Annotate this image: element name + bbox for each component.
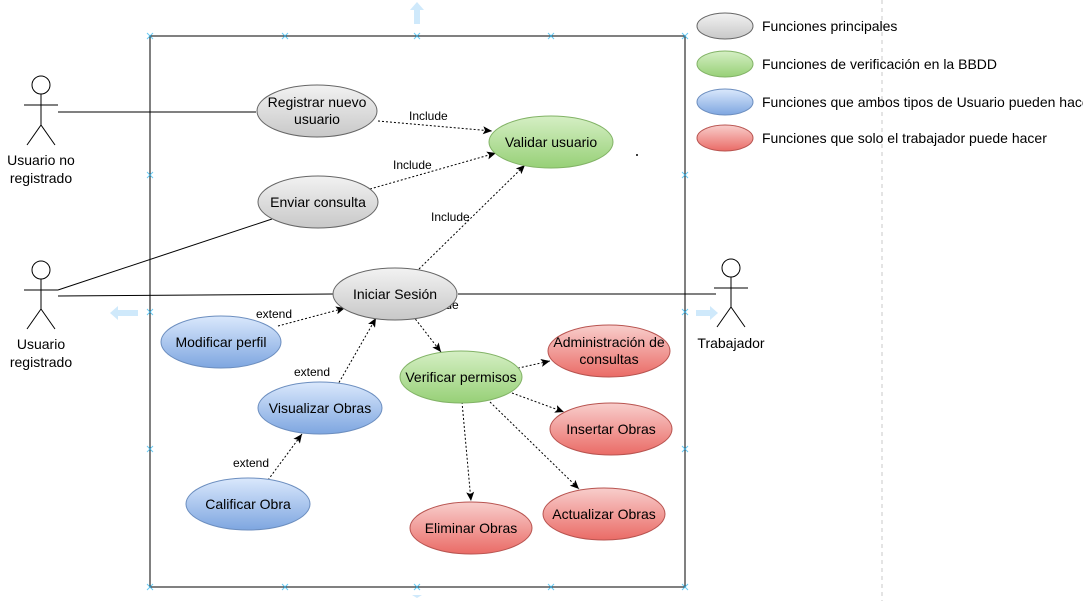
usecase-visualizar[interactable]: Visualizar Obras: [257, 381, 383, 435]
usecase-sesion[interactable]: Iniciar Sesión: [332, 267, 458, 321]
actor-usuario-no-registrado[interactable]: [24, 75, 58, 146]
legend: Funciones principales Funciones de verif…: [696, 12, 1083, 152]
usecase-validar[interactable]: Validar usuario: [488, 115, 614, 169]
usecase-calificar[interactable]: Calificar Obra: [185, 477, 311, 531]
usecase-registrar-label-2: usuario: [294, 111, 340, 127]
legend-label-ambos: Funciones que ambos tipos de Usuario pue…: [762, 94, 1083, 110]
arrow-up-icon[interactable]: [410, 2, 424, 24]
usecase-consulta-label: Enviar consulta: [270, 194, 366, 210]
legend-item-trabajador[interactable]: Funciones que solo el trabajador puede h…: [696, 124, 1047, 152]
legend-label-principales: Funciones principales: [762, 18, 897, 34]
assoc-registrado-sesion[interactable]: [57, 293, 334, 297]
dep-verificar-actualizar[interactable]: [489, 401, 580, 490]
extend-modificar-sesion[interactable]: [277, 306, 346, 327]
usecase-actualizar-label: Actualizar Obras: [552, 506, 655, 522]
usecase-verificar-label: Verificar permisos: [405, 369, 516, 385]
legend-item-verificacion[interactable]: Funciones de verificación en la BBDD: [696, 50, 997, 78]
usecase-eliminar-label: Eliminar Obras: [425, 520, 518, 536]
actor-head-icon: [31, 75, 51, 95]
legend-label-trabajador: Funciones que solo el trabajador puede h…: [762, 130, 1047, 146]
actor-head-icon: [721, 258, 741, 278]
label-include-sesion: Include: [431, 210, 470, 224]
usecase-sesion-label: Iniciar Sesión: [353, 286, 437, 302]
usecase-administracion-label-2: consultas: [579, 351, 638, 367]
usecase-validar-label: Validar usuario: [505, 134, 598, 150]
usecase-insertar[interactable]: Insertar Obras: [549, 402, 673, 456]
usecase-modificar-label: Modificar perfil: [175, 334, 266, 350]
arrow-left-icon[interactable]: [110, 306, 138, 320]
usecase-administracion-label-1: Administración de: [553, 334, 664, 350]
usecase-visualizar-label: Visualizar Obras: [269, 400, 371, 416]
usecase-registrar-label-1: Registrar nuevo: [268, 94, 367, 110]
usecase-calificar-label: Calificar Obra: [205, 496, 291, 512]
legend-label-verificacion: Funciones de verificación en la BBDD: [762, 56, 997, 72]
legend-item-principales[interactable]: Funciones principales: [696, 12, 897, 40]
usecase-modificar[interactable]: Modificar perfil: [160, 315, 282, 369]
label-extend-modificar: extend: [256, 307, 292, 321]
include-registrar-validar[interactable]: [377, 120, 493, 135]
dep-verificar-insertar[interactable]: [511, 392, 565, 413]
extend-visualizar-sesion[interactable]: [336, 317, 377, 387]
usecase-insertar-label: Insertar Obras: [566, 421, 655, 437]
label-include-consulta: Include: [393, 158, 432, 172]
label-include-registrar: Include: [409, 109, 448, 123]
legend-item-ambos[interactable]: Funciones que ambos tipos de Usuario pue…: [696, 88, 1083, 116]
label-extend-visualizar: extend: [294, 365, 330, 379]
actor-registrado-label-2: registrado: [10, 354, 72, 370]
actor-head-icon: [31, 260, 51, 280]
usecase-eliminar[interactable]: Eliminar Obras: [409, 501, 533, 555]
include-sesion-validar[interactable]: [418, 164, 526, 270]
usecase-actualizar[interactable]: Actualizar Obras: [542, 487, 666, 541]
actor-no-registrado-label-1: Usuario no: [7, 152, 75, 168]
include-consulta-validar[interactable]: [369, 151, 497, 190]
arrow-down-icon[interactable]: [412, 595, 422, 598]
assoc-registrado-consulta[interactable]: [57, 218, 273, 291]
label-extend-calificar: extend: [233, 456, 269, 470]
dep-verificar-eliminar[interactable]: [461, 401, 475, 502]
usecase-administracion[interactable]: Administración de consultas: [547, 324, 671, 378]
actor-usuario-registrado[interactable]: [24, 260, 58, 330]
extend-calificar-visualizar[interactable]: [267, 433, 303, 481]
arrow-right-icon[interactable]: [696, 306, 718, 320]
actor-trabajador[interactable]: [714, 258, 748, 328]
hover-arrows[interactable]: [110, 2, 718, 598]
usecase-registrar[interactable]: Registrar nuevo usuario: [256, 84, 378, 138]
actor-registrado-label-1: Usuario: [17, 336, 65, 352]
usecase-consulta[interactable]: Enviar consulta: [257, 175, 379, 229]
actor-trabajador-label: Trabajador: [697, 335, 765, 351]
dot-artifact: [636, 154, 638, 156]
include-sesion-verificar[interactable]: [412, 315, 442, 353]
dep-verificar-administracion[interactable]: [513, 359, 551, 370]
usecase-verificar[interactable]: Verificar permisos: [399, 350, 523, 404]
actor-no-registrado-label-2: registrado: [10, 170, 72, 186]
selection-handles[interactable]: [146, 32, 689, 591]
